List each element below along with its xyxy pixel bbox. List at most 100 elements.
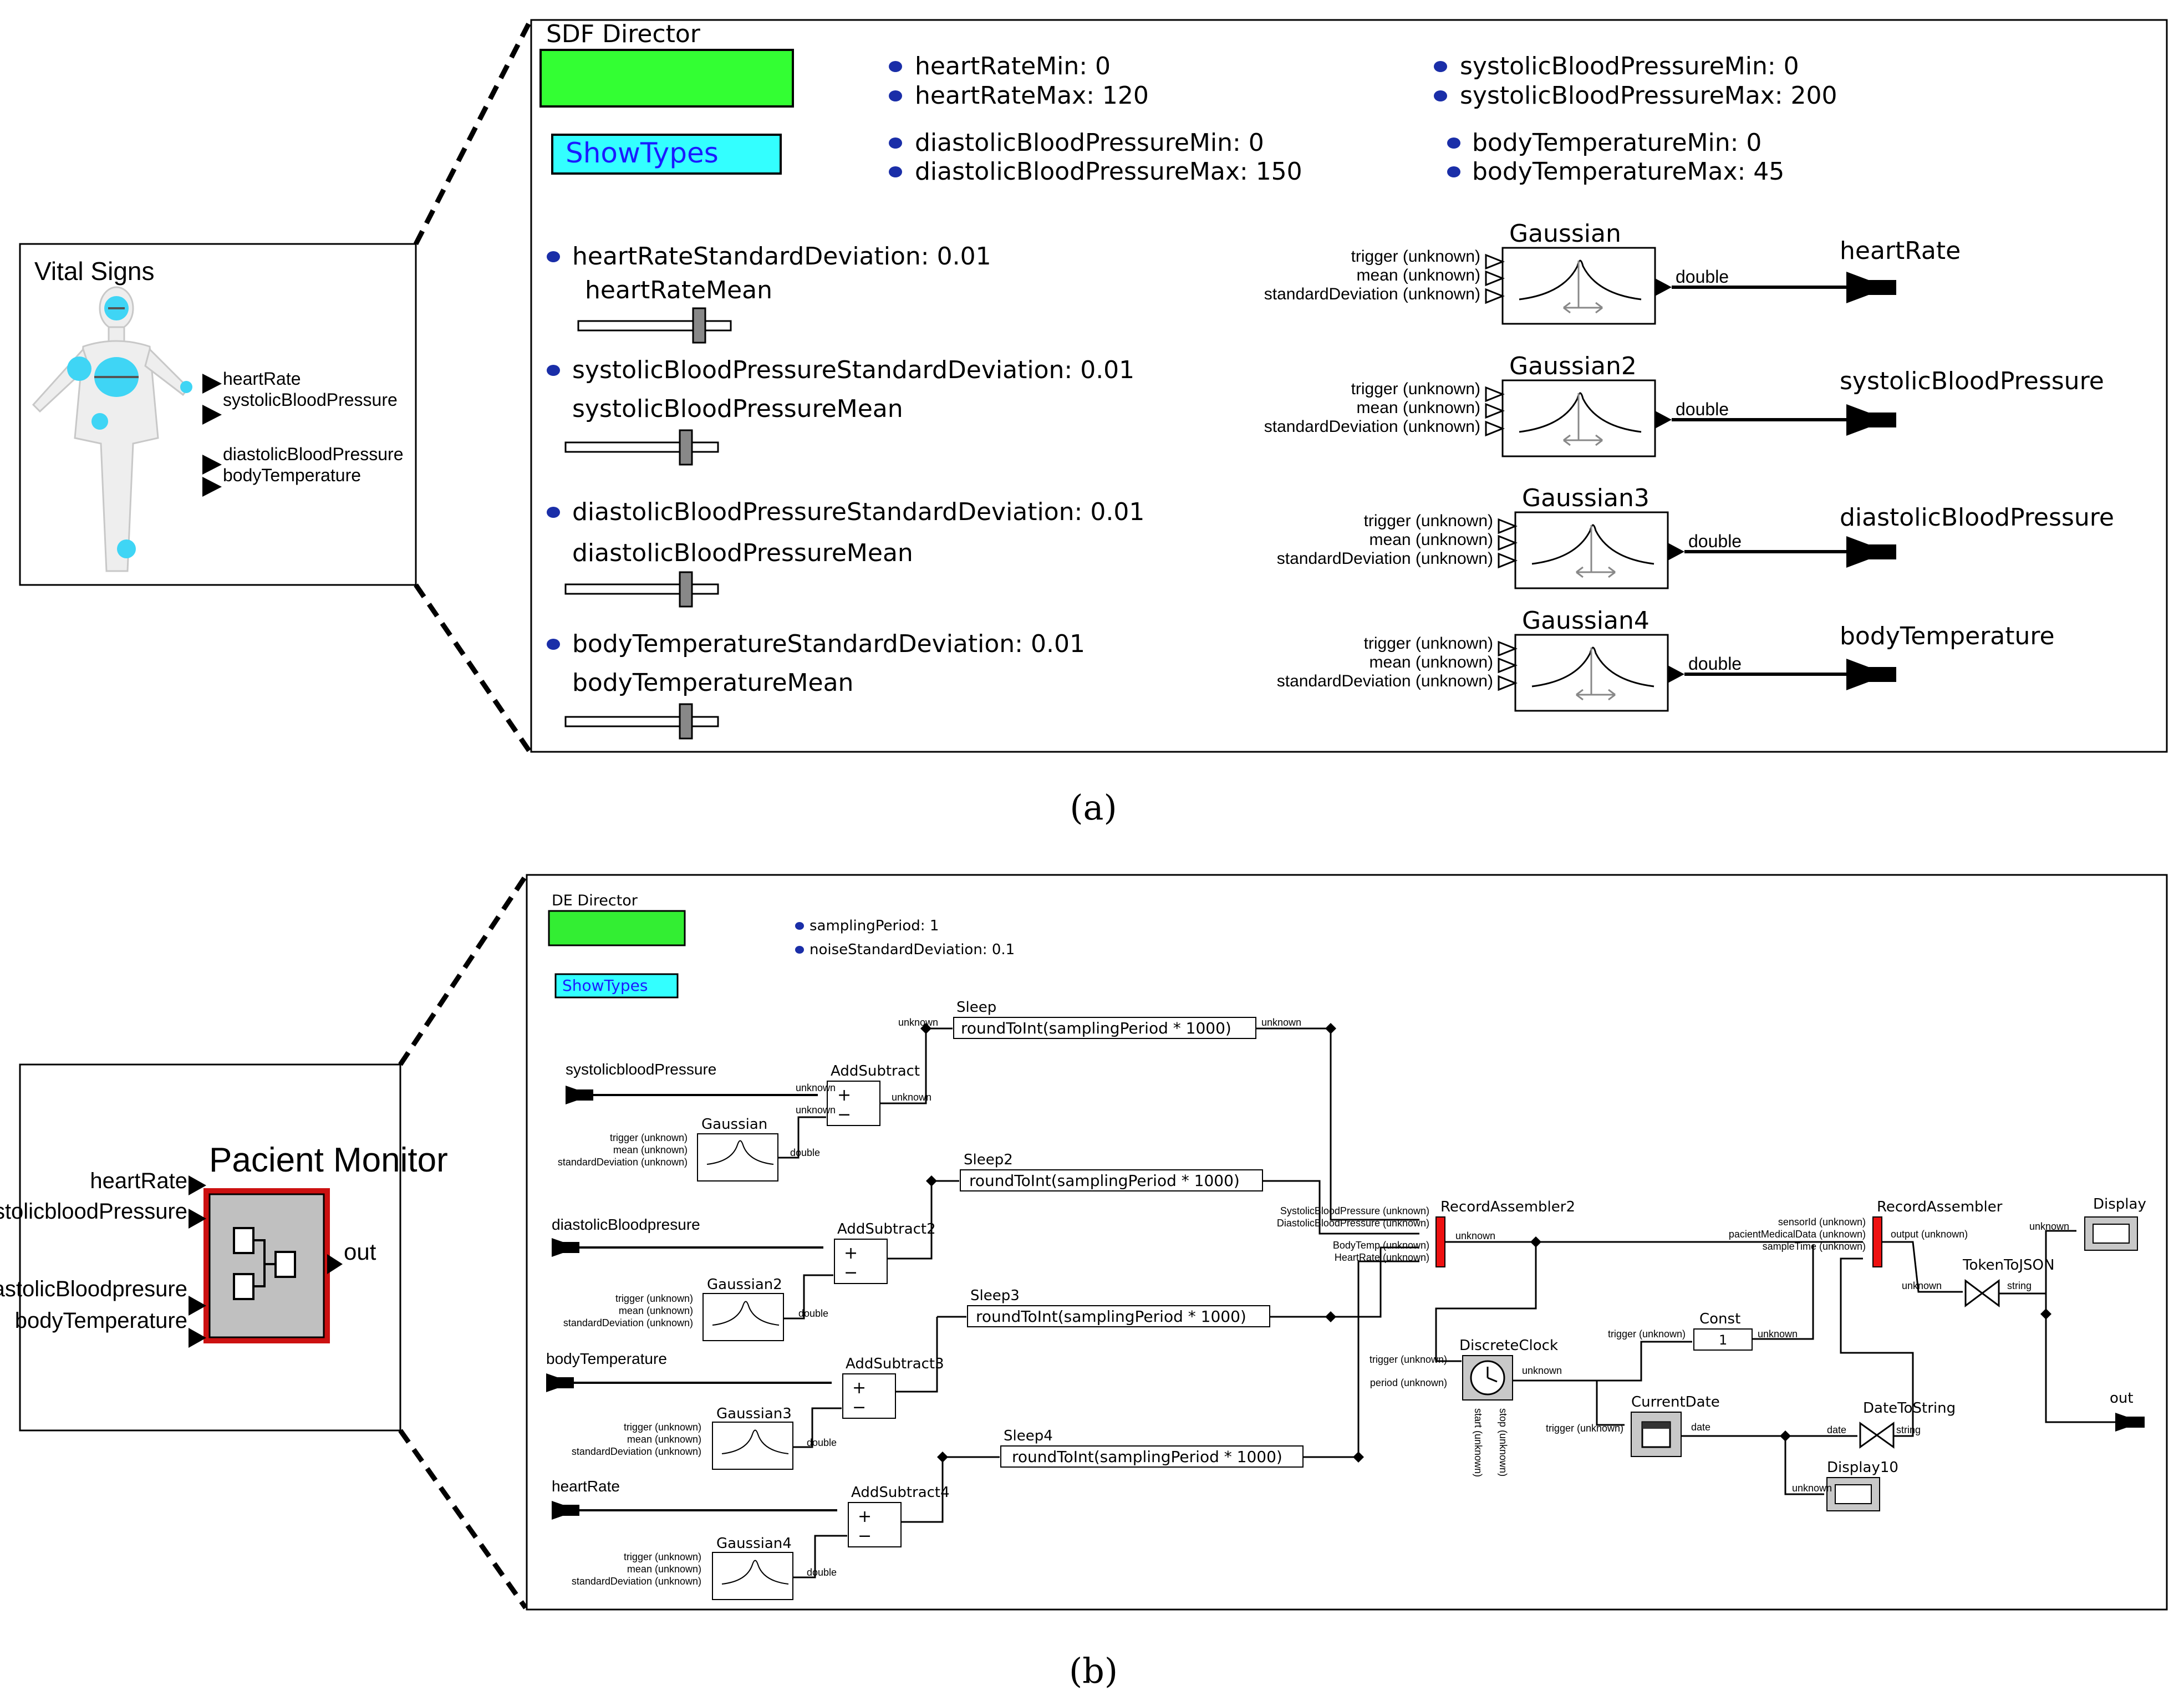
record-assembler2-actor[interactable]: RecordAssembler2 SystolicBloodPressure (… <box>1277 1199 1575 1267</box>
record-assembler-actor[interactable]: RecordAssembler sensorId (unknown) pacie… <box>1729 1199 2003 1267</box>
sdf-director-label: SDF Director <box>546 20 701 48</box>
date-to-string-actor[interactable]: DateToString date string <box>1827 1400 1956 1449</box>
de-director-block[interactable] <box>548 910 686 946</box>
add-subtract-title: AddSubtract4 <box>851 1484 950 1501</box>
zoom-line <box>414 583 532 753</box>
show-types-button-b[interactable] <box>554 973 679 999</box>
gaussian-actor-b[interactable] <box>712 1422 793 1470</box>
mean-slider[interactable] <box>564 429 719 466</box>
svg-text:stop (unknown): stop (unknown) <box>1498 1408 1509 1476</box>
sdf-director-block[interactable] <box>539 49 794 108</box>
add-subtract-actor[interactable] <box>834 1239 888 1284</box>
param-text-b: samplingPeriod: 1 <box>810 918 939 934</box>
port-icon <box>202 374 222 394</box>
gaussian-input: mean (unknown) <box>1357 399 1480 417</box>
gaussian-actor-a[interactable]: Gaussian2 trigger (unknown) mean (unknow… <box>1264 352 2104 457</box>
gaussian-input: standardDeviation (unknown) <box>1264 285 1480 303</box>
show-types-button[interactable] <box>551 134 782 175</box>
pm-port-label: systolicbloodPressure <box>0 1199 187 1224</box>
caption-a: (a) <box>1070 787 1117 828</box>
add-subtract-actor[interactable] <box>842 1373 896 1419</box>
svg-text:double: double <box>798 1308 828 1319</box>
mean-label: bodyTemperatureMean <box>572 669 853 697</box>
port-icon <box>202 477 222 497</box>
gaussian-actor-a[interactable]: Gaussian4 trigger (unknown) mean (unknow… <box>1277 607 2055 712</box>
gaussian-title-b: Gaussian4 <box>716 1535 792 1552</box>
display10-actor[interactable]: Display10 unknown <box>1792 1459 1898 1511</box>
svg-text:+: + <box>858 1507 872 1526</box>
param-text: bodyTemperatureMin: 0 <box>1472 129 1762 157</box>
out-port[interactable]: out <box>2110 1390 2145 1432</box>
svg-text:unknown: unknown <box>796 1104 836 1116</box>
sleep-actor[interactable] <box>960 1169 1263 1191</box>
mean-slider[interactable] <box>564 571 719 608</box>
mean-slider[interactable] <box>577 307 732 344</box>
param-text: diastolicBloodPressureMax: 150 <box>915 157 1302 186</box>
pm-port-label: bodyTemperature <box>15 1308 187 1333</box>
display10-title: Display10 <box>1827 1459 1898 1476</box>
svg-text:pacientMedicalData (unknown): pacientMedicalData (unknown) <box>1729 1229 1866 1240</box>
output-label: diastolicBloodPressure <box>1840 503 2114 532</box>
port-icon <box>202 405 222 425</box>
svg-text:unknown: unknown <box>1792 1483 1832 1494</box>
const-actor[interactable]: Const 1 unknown trigger (unknown) <box>1608 1311 1798 1351</box>
sleep-expr: roundToInt(samplingPeriod * 1000) <box>1012 1448 1282 1466</box>
svg-text:unknown: unknown <box>898 1017 938 1028</box>
gaussian-actor-b[interactable] <box>702 1293 784 1341</box>
const-value: 1 <box>1719 1332 1727 1348</box>
std-param: diastolicBloodPressureStandardDeviation:… <box>572 498 1144 526</box>
gaussian-input: trigger (unknown) <box>1364 512 1493 530</box>
de-director-label: DE Director <box>552 892 638 909</box>
svg-text:standardDeviation (unknown): standardDeviation (unknown) <box>558 1157 688 1168</box>
gaussian-title: Gaussian2 <box>1509 352 1637 380</box>
gaussian-actor-a[interactable]: Gaussian trigger (unknown) mean (unknown… <box>1264 220 1961 325</box>
token-to-json-actor[interactable]: TokenToJSON unknown string <box>1902 1257 2054 1307</box>
param-text: diastolicBloodPressureMin: 0 <box>915 129 1264 157</box>
port-icon <box>202 455 222 475</box>
model-canvas-a <box>530 19 2168 753</box>
svg-text:string: string <box>2007 1280 2032 1291</box>
svg-text:unknown: unknown <box>2029 1221 2069 1232</box>
add-subtract-actor[interactable] <box>827 1081 880 1126</box>
svg-text:unknown: unknown <box>1902 1280 1942 1291</box>
sleep-title: Sleep4 <box>1004 1428 1053 1444</box>
zoom-line <box>398 1429 528 1610</box>
output-label: systolicBloodPressure <box>1840 367 2104 395</box>
svg-text:trigger (unknown): trigger (unknown) <box>624 1551 701 1562</box>
vs-port-label: heartRate <box>223 369 301 389</box>
out-type: double <box>1676 267 1729 287</box>
current-date-actor[interactable]: CurrentDate trigger (unknown) date <box>1546 1394 1720 1457</box>
svg-text:BodyTemp (unknown): BodyTemp (unknown) <box>1333 1240 1429 1251</box>
row-4: heartRate AddSubtract4 + − Gaussian4 tri… <box>552 1260 1419 1600</box>
vital-signs-title: Vital Signs <box>34 257 155 286</box>
svg-text:HeartRate (unknown): HeartRate (unknown) <box>1335 1252 1429 1263</box>
svg-text:+: + <box>844 1244 858 1263</box>
ra-title: RecordAssembler <box>1877 1199 2003 1215</box>
svg-text:+: + <box>852 1378 866 1398</box>
zoom-line <box>398 874 528 1066</box>
mean-slider[interactable] <box>564 703 719 740</box>
vs-port-label: bodyTemperature <box>223 465 361 485</box>
sleep-actor[interactable] <box>1000 1445 1304 1468</box>
gaussian-input: standardDeviation (unknown) <box>1277 549 1493 568</box>
gaussian-actor-a[interactable]: Gaussian3 trigger (unknown) mean (unknow… <box>1277 484 2114 589</box>
mean-label: systolicBloodPressureMean <box>572 395 903 423</box>
sleep-actor[interactable] <box>953 1017 1256 1039</box>
gaussian-title-b: Gaussian <box>701 1116 767 1133</box>
gaussian-actor-b[interactable] <box>712 1552 793 1600</box>
std-param: systolicBloodPressureStandardDeviation: … <box>572 356 1134 384</box>
add-subtract-title: AddSubtract2 <box>837 1221 936 1238</box>
svg-text:trigger (unknown): trigger (unknown) <box>615 1293 693 1304</box>
add-subtract-actor[interactable] <box>848 1502 902 1547</box>
display-actor[interactable]: Display unknown <box>2029 1196 2146 1251</box>
dts-title: DateToString <box>1863 1400 1956 1417</box>
param-text: systolicBloodPressureMax: 200 <box>1460 82 1837 110</box>
std-param: bodyTemperatureStandardDeviation: 0.01 <box>572 630 1085 658</box>
pacient-monitor-title: Pacient Monitor <box>209 1141 448 1179</box>
discrete-clock-actor[interactable]: DiscreteClock trigger (unknown) period (… <box>1370 1337 1562 1477</box>
dc-title: DiscreteClock <box>1459 1337 1558 1354</box>
gaussian-actor-b[interactable] <box>697 1133 778 1182</box>
mean-label: diastolicBloodPressureMean <box>572 539 913 567</box>
show-types-label: ShowTypes <box>566 137 719 169</box>
param-text-b: noiseStandardDeviation: 0.1 <box>810 941 1015 958</box>
